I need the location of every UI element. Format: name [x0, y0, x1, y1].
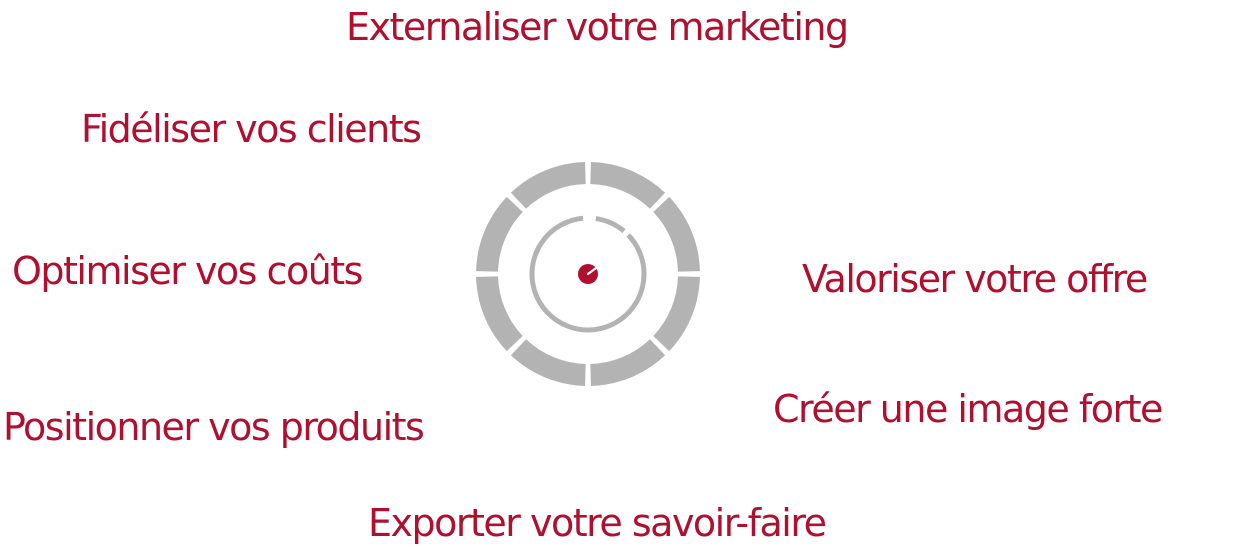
label-valoriser-offre: Valoriser votre offre [802, 257, 1148, 301]
outer-ring-segment [589, 339, 666, 386]
inner-ring-segment [595, 216, 626, 234]
outer-ring [476, 162, 700, 386]
label-fideliser-clients: Fidéliser vos clients [81, 107, 422, 151]
outer-ring-segment [589, 162, 666, 209]
outer-ring-segment [476, 275, 523, 352]
outer-ring-segment [653, 196, 700, 273]
inner-ring-segment [529, 215, 647, 333]
inner-ring [529, 215, 647, 333]
label-creer-image-forte: Créer une image forte [773, 387, 1163, 431]
label-externaliser-marketing: Externaliser votre marketing [346, 5, 849, 49]
central-wheel-graphic [476, 162, 700, 386]
label-positionner-produits: Positionner vos produits [3, 405, 425, 449]
outer-ring-segment [510, 162, 587, 209]
label-exporter-savoir-faire: Exporter votre savoir-faire [368, 501, 827, 545]
outer-ring-segment [476, 196, 523, 273]
outer-ring-segment [510, 339, 587, 386]
center-dot-icon [578, 264, 598, 284]
outer-ring-segment [653, 275, 700, 352]
label-optimiser-couts: Optimiser vos coûts [12, 249, 363, 293]
